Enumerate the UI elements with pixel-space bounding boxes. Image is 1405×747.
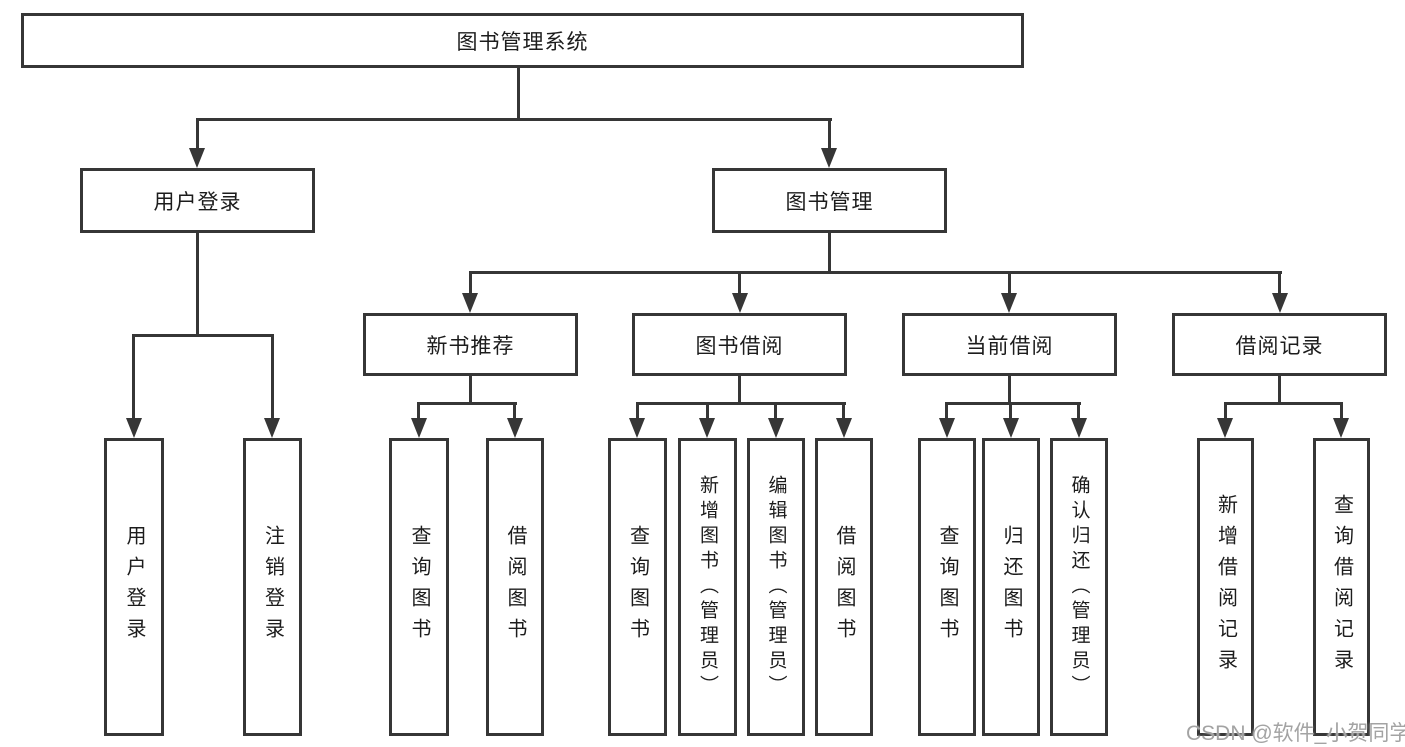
connector-line	[738, 376, 741, 404]
connector-line	[1009, 404, 1012, 420]
connector-line	[271, 336, 274, 420]
arrow-down-icon	[629, 418, 645, 438]
leaf-edit-book-admin: 编辑图书（管理员）	[747, 438, 805, 736]
arrow-down-icon	[732, 293, 748, 313]
connector-line	[828, 233, 831, 273]
leaf-label: 用户登录	[123, 525, 145, 649]
arrow-down-icon	[462, 293, 478, 313]
leaf-label: 查询借阅记录	[1330, 494, 1353, 680]
arrow-down-icon	[507, 418, 523, 438]
connector-line	[469, 273, 472, 295]
connector-line	[132, 334, 274, 337]
connector-line	[1340, 404, 1343, 420]
connector-line	[1008, 273, 1011, 295]
node-label: 当前借阅	[965, 334, 1054, 358]
connector-line	[513, 404, 516, 420]
arrow-down-icon	[126, 418, 142, 438]
node-library-management-system: 图书管理系统	[21, 13, 1024, 68]
arrow-down-icon	[768, 418, 784, 438]
leaf-label: 新增图书（管理员）	[697, 474, 718, 700]
connector-line	[842, 404, 845, 420]
arrow-down-icon	[939, 418, 955, 438]
node-borrowing-records: 借阅记录	[1172, 313, 1387, 376]
leaf-label: 查询图书	[936, 525, 958, 649]
connector-line	[1224, 404, 1227, 420]
node-label: 用户登录	[153, 190, 242, 214]
arrow-down-icon	[1001, 293, 1017, 313]
leaf-query-books-2: 查询图书	[608, 438, 667, 736]
node-book-borrowing: 图书借阅	[632, 313, 847, 376]
connector-line	[1077, 404, 1080, 420]
connector-line	[132, 336, 135, 420]
connector-line	[774, 404, 777, 420]
leaf-label: 查询图书	[408, 525, 430, 649]
arrow-down-icon	[1217, 418, 1233, 438]
connector-line	[636, 402, 846, 405]
connector-line	[196, 233, 199, 336]
leaf-label: 查询图书	[626, 525, 649, 649]
leaf-label: 借阅图书	[504, 525, 526, 649]
connector-line	[1008, 376, 1011, 404]
node-current-borrowing: 当前借阅	[902, 313, 1117, 376]
leaf-query-books-1: 查询图书	[389, 438, 449, 736]
connector-line	[945, 404, 948, 420]
leaf-user-login: 用户登录	[104, 438, 164, 736]
arrow-down-icon	[264, 418, 280, 438]
connector-line	[636, 404, 639, 420]
connector-line	[196, 118, 832, 121]
node-user-login: 用户登录	[80, 168, 315, 233]
leaf-confirm-return-admin: 确认归还（管理员）	[1050, 438, 1108, 736]
leaf-borrow-books-1: 借阅图书	[486, 438, 544, 736]
node-label: 图书管理系统	[456, 30, 589, 54]
node-label: 图书借阅	[695, 334, 784, 358]
node-label: 借阅记录	[1235, 334, 1324, 358]
leaf-label: 归还图书	[1000, 525, 1022, 649]
node-label: 图书管理	[785, 190, 874, 214]
connector-line	[945, 402, 1081, 405]
connector-line	[196, 120, 199, 150]
arrow-down-icon	[1333, 418, 1349, 438]
leaf-add-borrow-record: 新增借阅记录	[1197, 438, 1254, 736]
connector-line	[417, 402, 517, 405]
arrow-down-icon	[1071, 418, 1087, 438]
connector-line	[1278, 273, 1281, 295]
connector-line	[517, 68, 520, 121]
connector-line	[706, 404, 709, 420]
arrow-down-icon	[821, 148, 837, 168]
leaf-return-books: 归还图书	[982, 438, 1040, 736]
arrow-down-icon	[836, 418, 852, 438]
node-book-management: 图书管理	[712, 168, 947, 233]
leaf-label: 注销登录	[261, 525, 284, 649]
arrow-down-icon	[1003, 418, 1019, 438]
connector-line	[1224, 402, 1343, 405]
leaf-label: 编辑图书（管理员）	[765, 474, 787, 700]
leaf-query-borrow-record: 查询借阅记录	[1313, 438, 1370, 736]
connector-line	[417, 404, 420, 420]
leaf-add-book-admin: 新增图书（管理员）	[678, 438, 737, 736]
leaf-logout: 注销登录	[243, 438, 302, 736]
node-new-book-recommendation: 新书推荐	[363, 313, 578, 376]
arrow-down-icon	[1272, 293, 1288, 313]
node-label: 新书推荐	[426, 334, 515, 358]
arrow-down-icon	[699, 418, 715, 438]
leaf-query-books-3: 查询图书	[918, 438, 976, 736]
arrow-down-icon	[411, 418, 427, 438]
watermark: CSDN @软件_小贺同学	[1186, 722, 1405, 745]
leaf-borrow-books-2: 借阅图书	[815, 438, 873, 736]
connector-line	[469, 376, 472, 404]
connector-line	[469, 271, 1282, 274]
leaf-label: 借阅图书	[833, 525, 855, 649]
connector-line	[738, 273, 741, 295]
leaf-label: 确认归还（管理员）	[1068, 474, 1090, 700]
arrow-down-icon	[189, 148, 205, 168]
connector-line	[1278, 376, 1281, 404]
leaf-label: 新增借阅记录	[1214, 494, 1237, 680]
connector-line	[828, 120, 831, 150]
